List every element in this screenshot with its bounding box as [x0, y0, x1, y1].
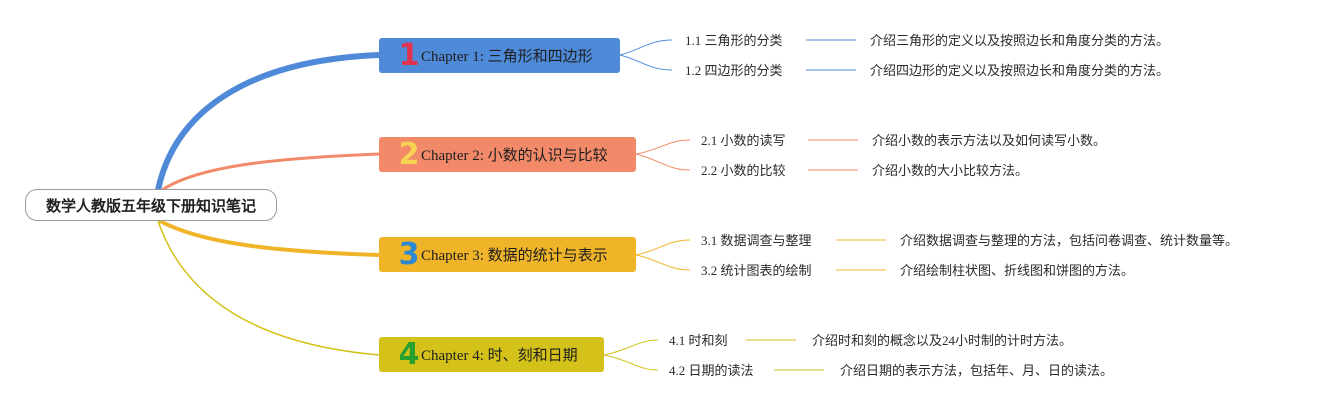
chapter-node-2[interactable]: 2 Chapter 2: 小数的认识与比较: [379, 137, 636, 172]
link-ch1-s1: [619, 39, 673, 56]
section-node-4-1[interactable]: 4.1 时和刻: [669, 333, 728, 348]
chapter-title: Chapter 2: 小数的认识与比较: [421, 148, 608, 164]
root-title: 数学人教版五年级下册知识笔记: [45, 196, 256, 215]
link-root-ch1: [155, 52, 383, 193]
number-4-icon: 4: [398, 336, 420, 372]
section-node-3-2[interactable]: 3.2 统计图表的绘制: [701, 263, 812, 278]
section-desc-1-2[interactable]: 介绍四边形的定义以及按照边长和角度分类的方法。: [870, 63, 1170, 78]
link-root-ch2: [160, 152, 382, 192]
link-ch2-s1: [635, 139, 691, 155]
chapter-title: Chapter 4: 时、刻和日期: [421, 348, 578, 364]
section-desc-3-1[interactable]: 介绍数据调查与整理的方法，包括问卷调查、统计数量等。: [900, 233, 1239, 248]
number-2-icon: 2: [398, 136, 420, 172]
link-ch3-s1: [635, 239, 691, 256]
section-desc-4-2[interactable]: 介绍日期的表示方法，包括年、月、日的读法。: [840, 363, 1114, 378]
section-desc-2-1[interactable]: 介绍小数的表示方法以及如何读写小数。: [872, 133, 1107, 148]
section-node-2-1[interactable]: 2.1 小数的读写: [701, 133, 786, 148]
section-node-2-2[interactable]: 2.2 小数的比较: [701, 163, 786, 178]
section-node-1-1[interactable]: 1.1 三角形的分类: [685, 33, 783, 48]
root-node[interactable]: 数学人教版五年级下册知识笔记: [25, 189, 277, 221]
link-ch1-s2: [619, 54, 673, 71]
section-desc-2-2[interactable]: 介绍小数的大小比较方法。: [872, 163, 1029, 178]
section-desc-1-1[interactable]: 介绍三角形的定义以及按照边长和角度分类的方法。: [870, 33, 1170, 48]
chapter-node-3[interactable]: 3 Chapter 3: 数据的统计与表示: [379, 237, 636, 272]
section-node-1-2[interactable]: 1.2 四边形的分类: [685, 63, 783, 78]
link-ch3-s2: [635, 254, 691, 271]
link-ch4-s1: [603, 339, 659, 356]
chapter-node-4[interactable]: 4 Chapter 4: 时、刻和日期: [379, 337, 604, 372]
link-root-ch3: [158, 219, 382, 257]
section-node-4-2[interactable]: 4.2 日期的读法: [669, 363, 754, 378]
chapter-node-1[interactable]: 1 Chapter 1: 三角形和四边形: [379, 38, 620, 73]
section-desc-4-1[interactable]: 介绍时和刻的概念以及24小时制的计时方法。: [812, 333, 1073, 348]
link-root-ch4: [157, 220, 381, 356]
link-ch4-s2: [603, 354, 659, 371]
number-1-icon: 1: [398, 37, 420, 73]
chapter-title: Chapter 3: 数据的统计与表示: [421, 248, 608, 264]
section-desc-3-2[interactable]: 介绍绘制柱状图、折线图和饼图的方法。: [900, 263, 1135, 278]
section-node-3-1[interactable]: 3.1 数据调查与整理: [701, 233, 812, 248]
number-3-icon: 3: [398, 236, 420, 272]
link-ch2-s2: [635, 153, 691, 171]
chapter-title: Chapter 1: 三角形和四边形: [421, 49, 593, 65]
